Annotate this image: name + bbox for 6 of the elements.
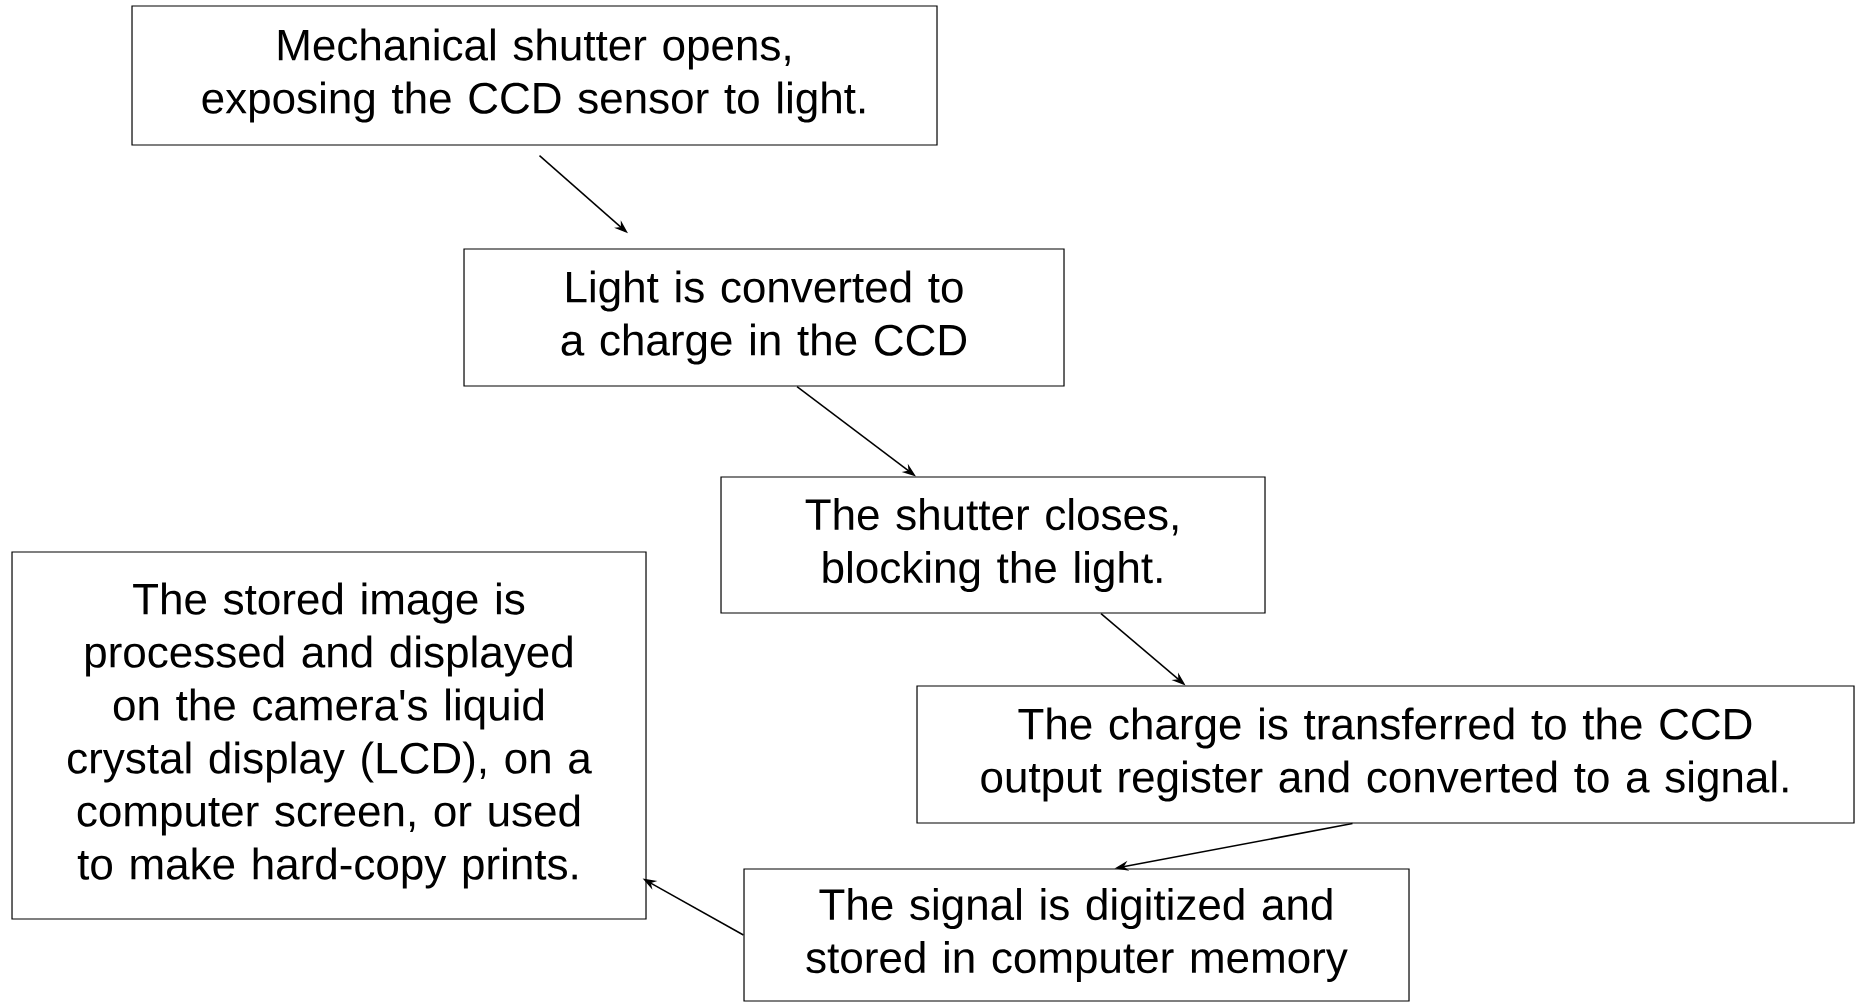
process-box: The charge is transferred to the CCD output register and converted to a signal. bbox=[916, 685, 1855, 824]
process-box: Mechanical shutter opens, exposing the CCD sensor to light. bbox=[131, 5, 938, 146]
process-box: Light is converted to a charge in the CCD bbox=[463, 248, 1065, 387]
process-box: The stored image is processed and displayed on the camera's liquid crystal display (LCD), on a computer screen, or used to make hard-copy prints. bbox=[11, 551, 647, 920]
process-box: The signal is digitized and stored in computer memory bbox=[743, 868, 1410, 1002]
process-box: The shutter closes, blocking the light. bbox=[720, 476, 1266, 614]
